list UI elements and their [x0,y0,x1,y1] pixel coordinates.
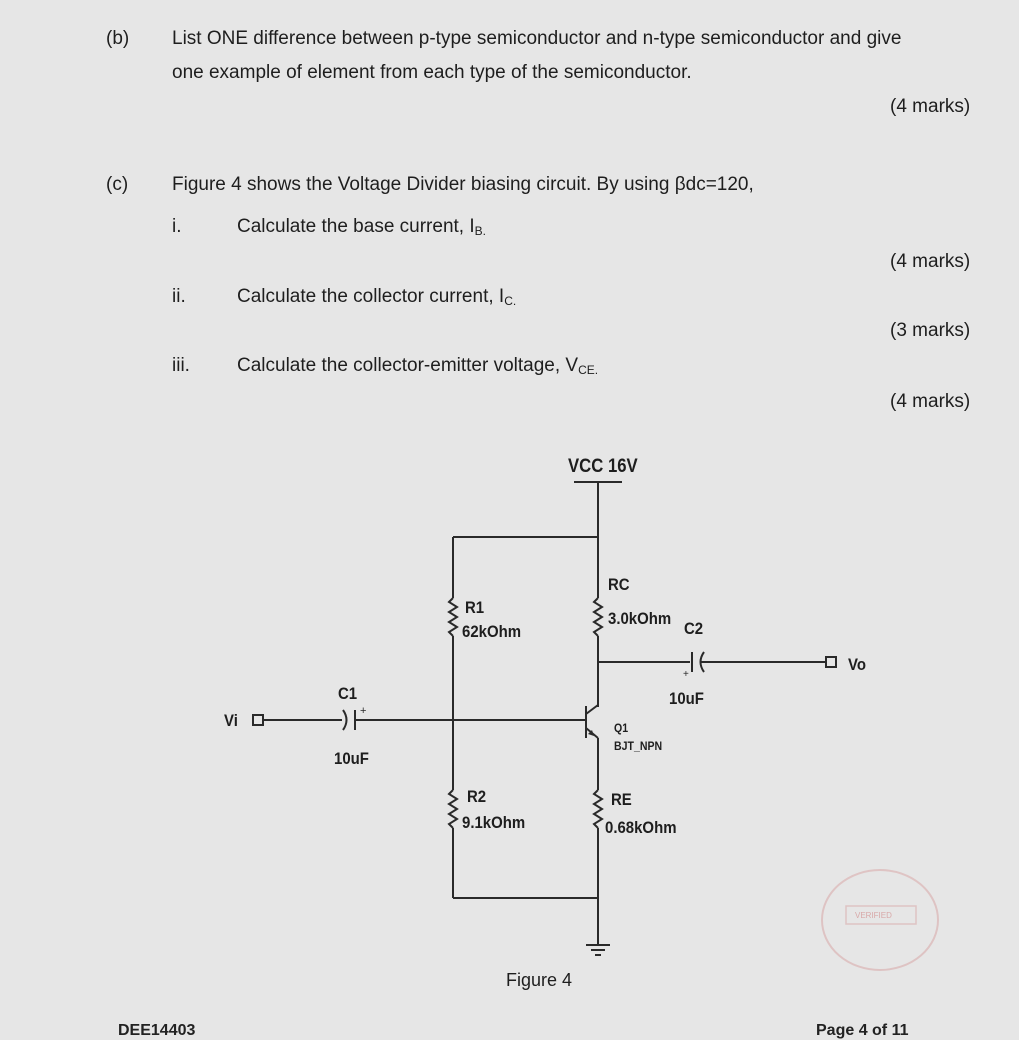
re-value: 0.68kOhm [605,818,677,837]
r2-name: R2 [467,787,487,806]
figure-caption: Figure 4 [506,970,573,990]
r2-resistor [447,789,459,829]
footer-page-number: Page 4 of 11 [816,1022,909,1039]
rc-resistor [592,597,604,637]
vi-label: Vi [224,711,238,730]
rc-name: RC [608,575,630,594]
c1-plate-left [342,709,348,731]
c1-plus-sign: + [360,705,366,717]
verified-stamp [821,869,939,971]
q1-type: BJT_NPN [614,739,663,753]
vo-terminal [825,656,837,668]
c2-plus-sign: + [683,669,689,680]
re-resistor [592,789,604,829]
part-ii-number: ii. [172,286,186,307]
transistor-collector [585,704,599,715]
footer-course-code: DEE14403 [118,1022,196,1039]
question-b-marks: (4 marks) [890,96,971,117]
part-iii-marks: (4 marks) [890,391,971,412]
re-name: RE [611,790,632,809]
part-i-number: i. [172,216,182,237]
part-i-subscript: B. [474,224,486,238]
question-c-stem: Figure 4 shows the Voltage Divider biasi… [172,174,754,195]
rc-value: 3.0kOhm [608,609,672,628]
part-i-text: Calculate the base current, IB. [237,216,486,238]
c1-name: C1 [338,684,358,703]
part-iii-subscript: CE. [578,363,599,377]
part-iii-question: Calculate the collector-emitter voltage,… [237,355,579,376]
r2-value: 9.1kOhm [462,813,526,832]
question-c-label: (c) [106,174,129,195]
vcc-label: VCC 16V [568,456,638,477]
r1-value: 62kOhm [462,622,522,641]
question-b-label: (b) [106,28,130,49]
q1-name: Q1 [614,721,629,735]
part-iii-number: iii. [172,355,190,376]
part-i-question: Calculate the base current, I [237,216,475,237]
vo-label: Vo [848,655,867,674]
part-i-marks: (4 marks) [890,251,971,272]
c2-value: 10uF [669,689,704,708]
question-b-line-2: one example of element from each type of… [172,62,692,83]
part-iii-text: Calculate the collector-emitter voltage,… [237,355,598,377]
c2-name: C2 [684,619,704,638]
part-ii-text: Calculate the collector current, IC. [237,286,516,308]
part-ii-subscript: C. [504,294,517,308]
r1-name: R1 [465,598,485,617]
r1-resistor [447,597,459,637]
stamp-text: VERIFIED [855,911,892,920]
vi-terminal [252,714,264,726]
part-ii-marks: (3 marks) [890,320,971,341]
question-b-line-1: List ONE difference between p-type semic… [172,28,902,49]
c1-value: 10uF [334,749,369,768]
part-ii-question: Calculate the collector current, I [237,286,505,307]
emitter-arrow [588,730,594,736]
